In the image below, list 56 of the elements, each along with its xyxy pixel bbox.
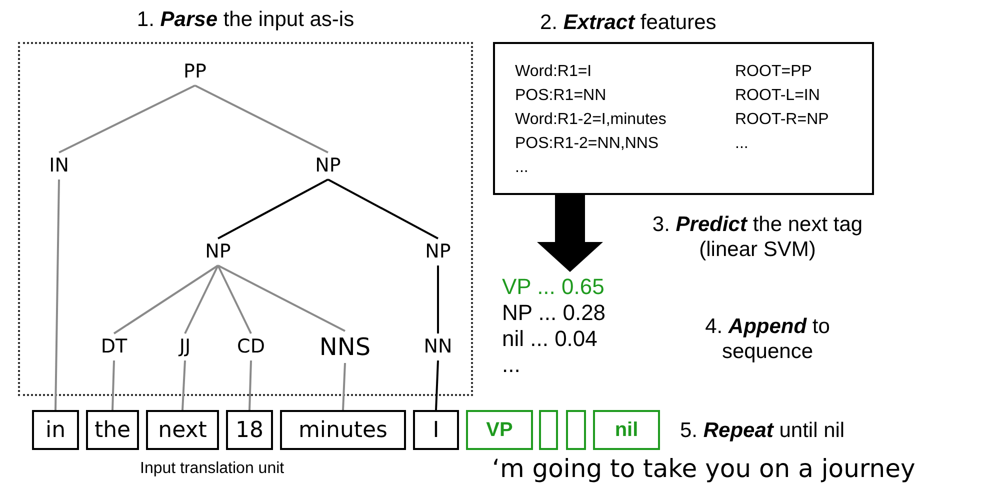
tree-line bbox=[182, 360, 186, 410]
tree-node-label: CD bbox=[237, 338, 265, 356]
step-text: 3. Predict the next tag (linear SVM) bbox=[651, 212, 864, 262]
word-box: next bbox=[146, 410, 219, 450]
feature-text: ROOT=PP bbox=[735, 62, 812, 82]
feature-text: POS:R1-2=NN,NNS bbox=[515, 134, 659, 154]
tree-line bbox=[328, 178, 438, 240]
tree-node-label: NN bbox=[424, 338, 452, 356]
tag-box bbox=[566, 410, 586, 450]
tree-node-label: JJ bbox=[179, 338, 191, 356]
tree-line bbox=[218, 178, 328, 240]
tree-line bbox=[58, 84, 196, 154]
tree-line bbox=[217, 265, 252, 334]
down-arrow bbox=[537, 195, 603, 272]
tree-line bbox=[112, 360, 115, 410]
subtitle-text: ‘m going to take you on a journey bbox=[492, 454, 916, 484]
score-text: nil ... 0.04 bbox=[502, 326, 598, 352]
word-box: the bbox=[86, 410, 139, 450]
tree-line bbox=[54, 179, 60, 410]
feature-text: ROOT-R=NP bbox=[735, 110, 829, 130]
feature-text: Word:R1=I bbox=[515, 62, 592, 82]
caption-text: Input translation unit bbox=[140, 459, 284, 478]
tag-box: nil bbox=[593, 410, 660, 450]
tree-node-label: IN bbox=[49, 156, 69, 176]
step-text: 4. Append to sequence bbox=[704, 314, 831, 364]
tree-node-label: PP bbox=[184, 62, 206, 82]
tree-line bbox=[437, 266, 439, 334]
tree-line bbox=[184, 265, 219, 334]
word-box: minutes bbox=[280, 410, 406, 450]
word-box: in bbox=[32, 410, 79, 450]
tree-node-label: NP bbox=[205, 242, 231, 262]
word-box: 18 bbox=[226, 410, 273, 450]
step-heading: 2. Extract features bbox=[540, 10, 716, 36]
tag-box: VP bbox=[466, 410, 533, 450]
feature-text: Word:R1-2=I,minutes bbox=[515, 110, 666, 130]
score-text: NP ... 0.28 bbox=[502, 300, 606, 326]
tree-line bbox=[435, 360, 439, 410]
feature-text: ... bbox=[735, 134, 748, 154]
feature-text: ... bbox=[515, 158, 528, 178]
tree-line bbox=[248, 360, 252, 410]
score-text: VP ... 0.65 bbox=[502, 274, 604, 300]
tree-line bbox=[218, 264, 346, 332]
tree-node-label: NP bbox=[425, 242, 451, 262]
step-heading: 1. Parse the input as-is bbox=[136, 8, 356, 32]
tree-line bbox=[342, 362, 346, 410]
step-text: 5. Repeat until nil bbox=[680, 418, 845, 444]
tree-node-label: NP bbox=[315, 156, 341, 176]
feature-text: POS:R1=NN bbox=[515, 86, 606, 106]
feature-text: ROOT-L=IN bbox=[735, 86, 820, 106]
score-text: ... bbox=[502, 352, 520, 378]
tree-node-label: DT bbox=[100, 338, 128, 356]
word-box: I bbox=[413, 410, 459, 450]
tree-node-label: NNS bbox=[319, 335, 371, 359]
tree-line bbox=[194, 84, 328, 154]
tree-line bbox=[113, 264, 219, 334]
tag-box bbox=[539, 410, 558, 450]
